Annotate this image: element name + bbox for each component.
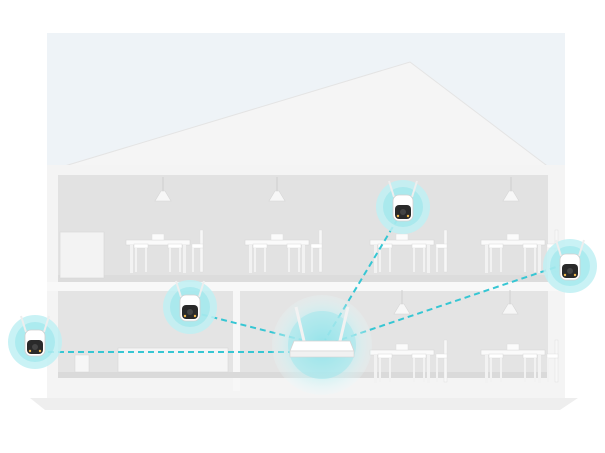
security-camera-icon xyxy=(542,238,598,294)
wifi-router-icon xyxy=(272,295,372,395)
security-camera-icon xyxy=(162,279,218,335)
connection-line xyxy=(324,209,404,341)
security-camera-icon xyxy=(375,179,431,235)
security-camera-icon xyxy=(7,314,63,370)
